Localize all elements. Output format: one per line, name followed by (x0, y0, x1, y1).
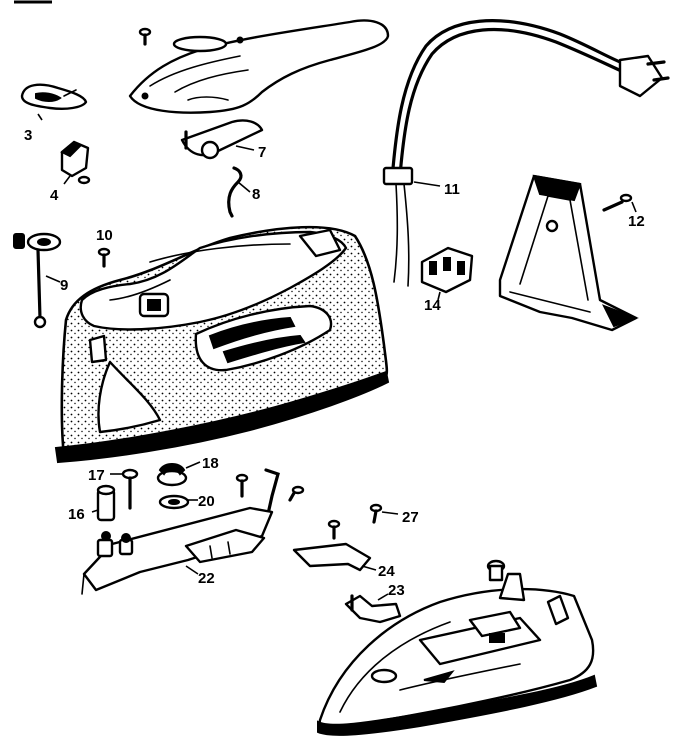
label-part-20: 20 (198, 493, 215, 510)
part-7-spring-clip (180, 119, 264, 160)
part-22-thermostat-bracket (81, 506, 274, 595)
label-part-22: 22 (198, 570, 215, 587)
part-18-thermostat-knob (156, 461, 201, 487)
label-part-24: 24 (378, 563, 395, 580)
label-part-14: 14 (424, 297, 441, 314)
handle-screw (138, 27, 152, 46)
label-part-23: 23 (388, 582, 405, 599)
label-part-11: 11 (444, 181, 460, 198)
part-23-bracket (344, 593, 402, 624)
soleplate (317, 559, 598, 736)
label-part-4: 4 (50, 187, 59, 204)
iron-body (54, 225, 390, 464)
label-part-27: 27 (402, 509, 419, 526)
part-3-thumb-rest (20, 83, 88, 121)
part-11-power-cord (382, 19, 670, 287)
label-part-3: 3 (24, 127, 32, 144)
part-27-screw (369, 503, 399, 524)
part-17-bolt (110, 468, 139, 510)
part-4-knob (60, 140, 91, 185)
label-part-8: 8 (252, 186, 260, 203)
part-14-terminal-block (420, 246, 474, 301)
label-part-9: 9 (60, 277, 68, 294)
part-8-wire (227, 166, 251, 218)
part-24-plate (292, 542, 377, 572)
label-part-12: 12 (628, 213, 645, 230)
middle-screw-b (288, 485, 305, 502)
heel-rest-stand (498, 174, 639, 332)
middle-screw-a (235, 473, 249, 498)
label-part-10: 10 (96, 227, 113, 244)
soleplate-rim (317, 674, 598, 736)
label-part-17: 17 (88, 467, 105, 484)
label-part-7: 7 (258, 144, 266, 161)
part-12-screw (602, 193, 637, 213)
part-handle (128, 19, 390, 114)
iron-body-rim (54, 370, 390, 464)
part-20-washer (158, 494, 198, 510)
part-10-screw (97, 247, 111, 268)
part-16-spacer (91, 484, 116, 522)
label-part-16: 16 (68, 506, 85, 523)
plate-screw (327, 519, 341, 540)
middle-wire (264, 468, 280, 516)
label-part-18: 18 (202, 455, 219, 472)
part-9-stem (13, 232, 62, 329)
